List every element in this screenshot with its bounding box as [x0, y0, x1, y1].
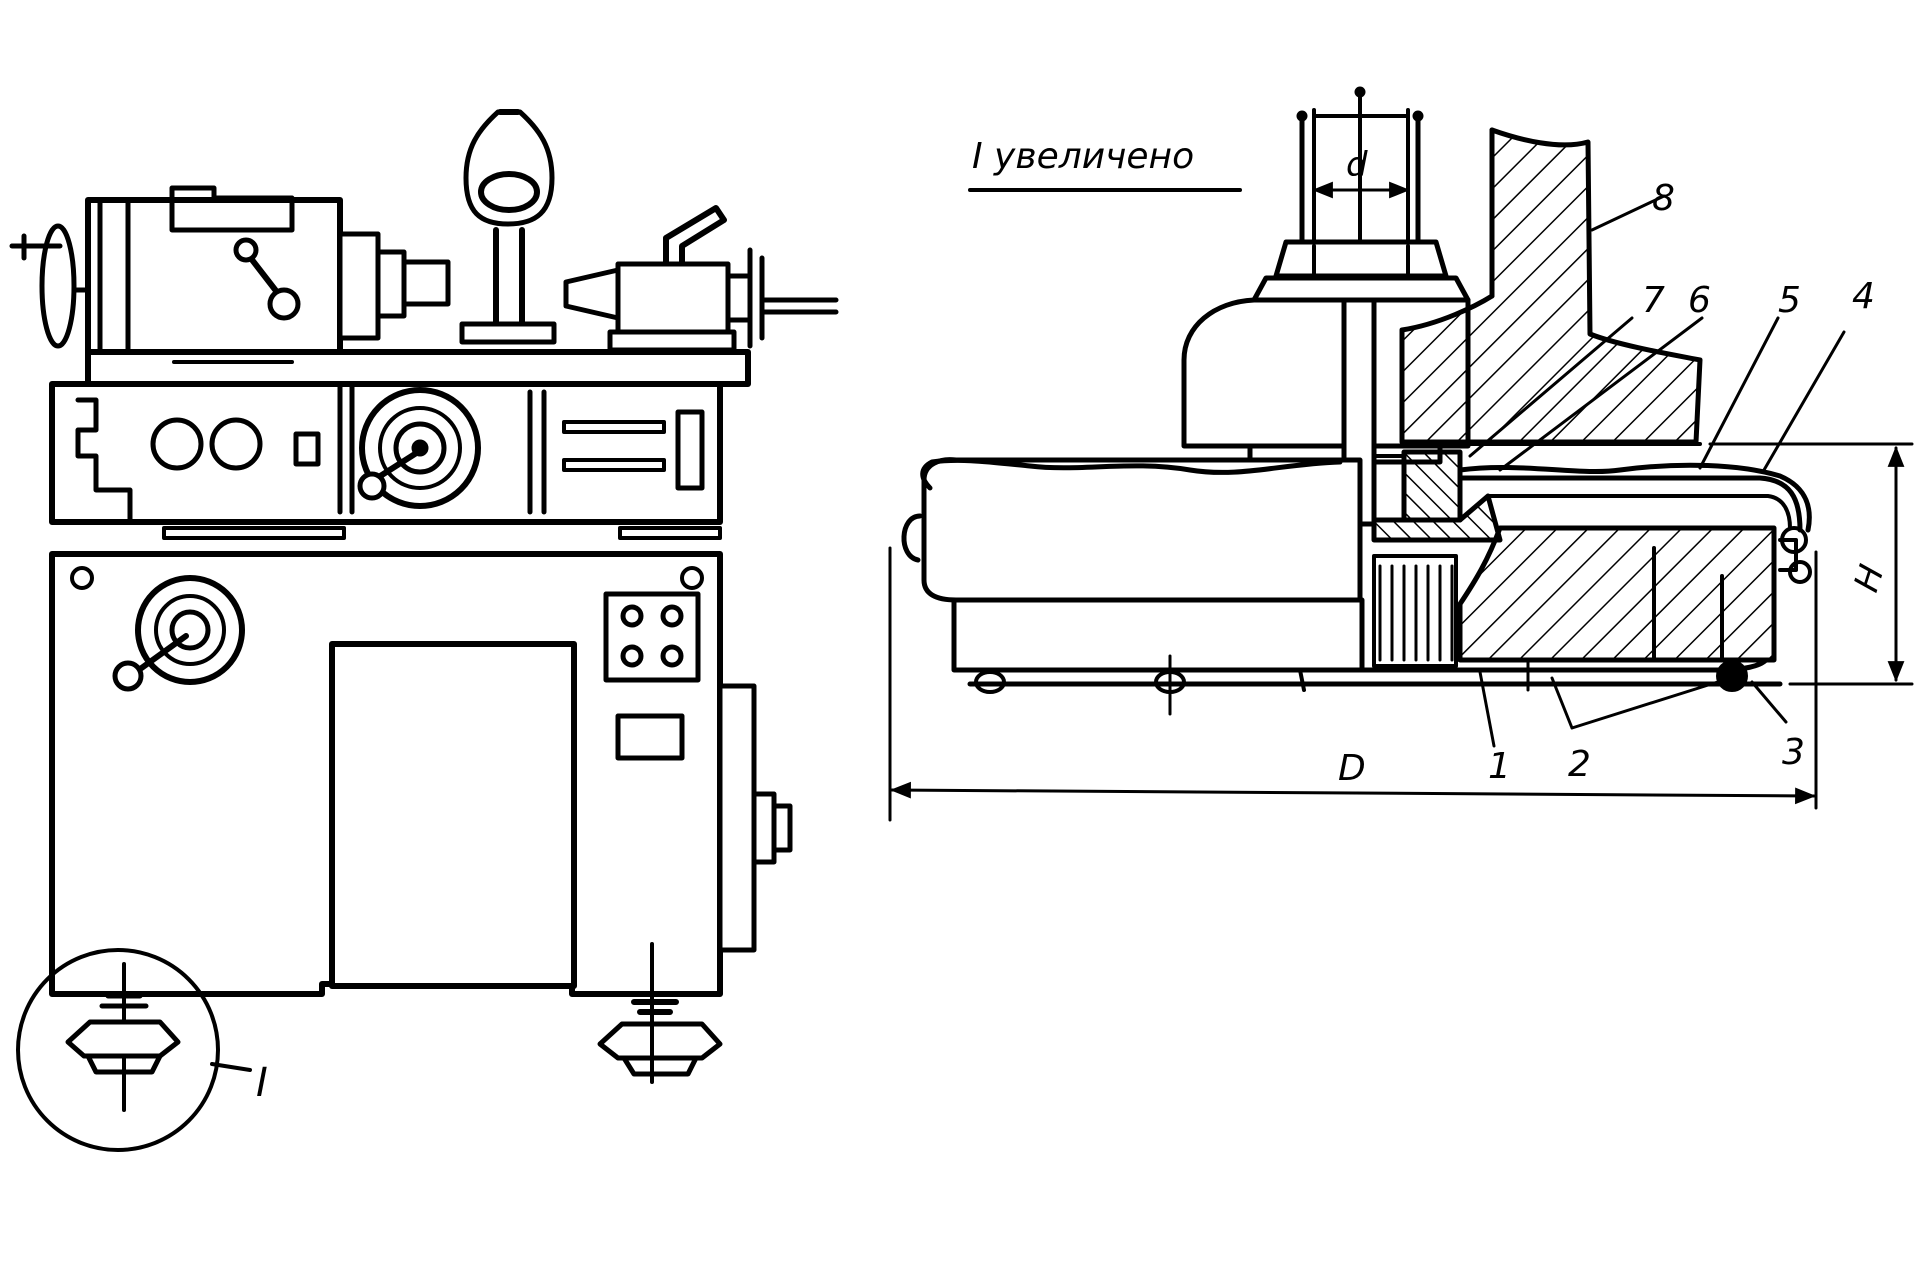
enlarged-detail: I увеличено d: [888, 86, 1914, 822]
machine-cabinet: [49, 551, 793, 997]
tailstock: [563, 205, 839, 353]
machine-base-section: [1399, 127, 1703, 446]
part-number-4: 4: [1852, 276, 1875, 317]
steady-rest: [459, 109, 557, 345]
enlarged-title: I увеличено: [972, 136, 1194, 177]
machine-front-view: I: [9, 109, 839, 1152]
hex-nut: [1251, 239, 1471, 303]
machine-foot-right: [597, 942, 723, 1084]
spindle-nose: [337, 231, 451, 341]
headstock: [85, 185, 343, 387]
part-number-2: 2: [1568, 744, 1591, 785]
part-leaders: [1468, 194, 1846, 748]
part-number-6: 6: [1688, 280, 1711, 321]
headstock-handwheel: [9, 223, 95, 349]
dimension-D: [888, 546, 1818, 822]
part-number-3: 3: [1782, 732, 1805, 773]
callout-label: I: [256, 1060, 268, 1106]
section-layers: [1359, 449, 1812, 692]
part-number-8: 8: [1652, 178, 1675, 219]
detail-callout: [16, 948, 252, 1152]
dimension-H-label: H: [1847, 560, 1893, 597]
part-number-5: 5: [1778, 280, 1801, 321]
part-number-7: 7: [1642, 280, 1665, 321]
bed-guide-right: [618, 526, 722, 540]
foot-pad: [901, 457, 1783, 716]
dimension-d-label: d: [1346, 145, 1368, 185]
middle-bed: [49, 381, 723, 525]
work-table: [85, 349, 751, 387]
dimension-H: [1708, 442, 1914, 686]
part-number-1: 1: [1488, 746, 1511, 787]
bed-guide-left: [162, 526, 346, 540]
dimension-D-label: D: [1338, 748, 1366, 789]
